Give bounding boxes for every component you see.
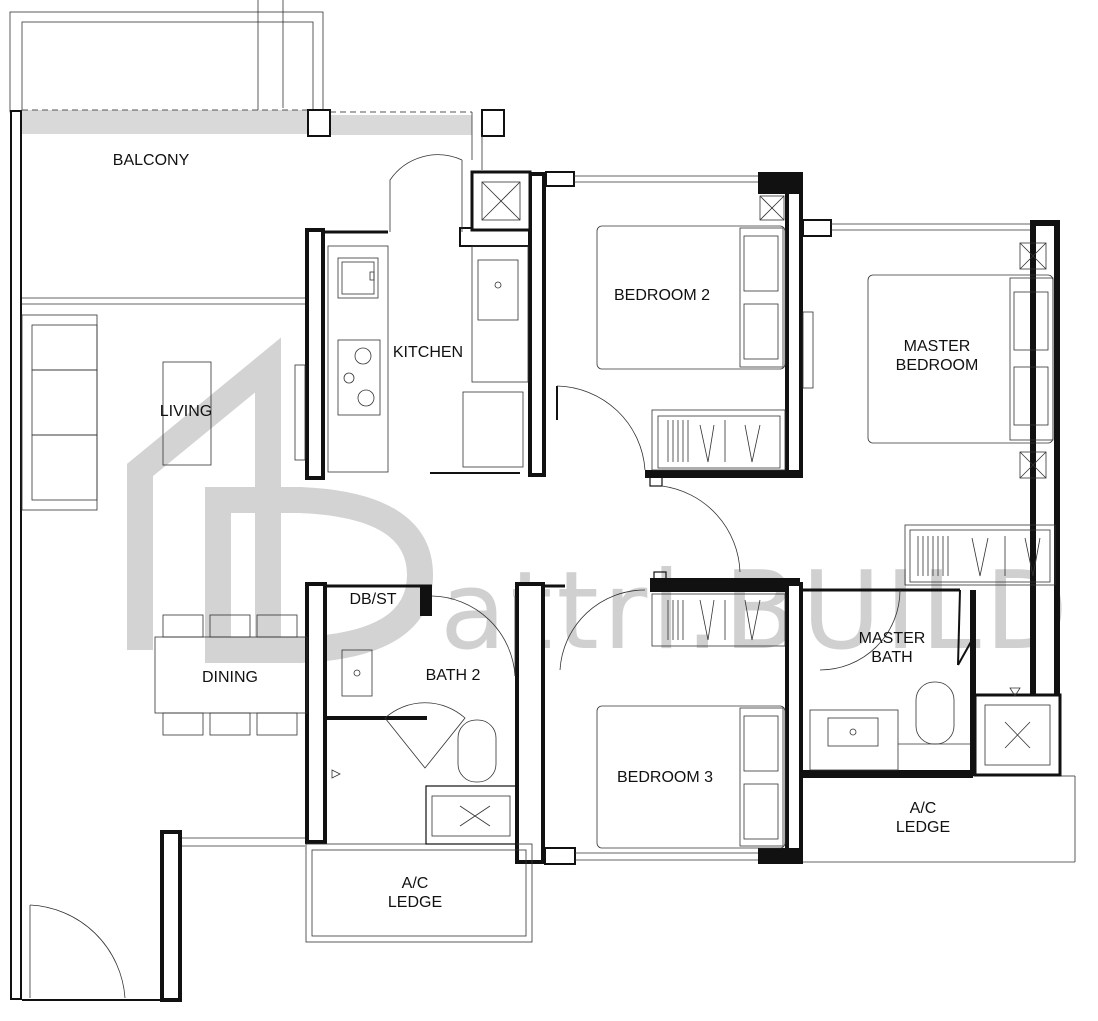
- room-labels: BALCONY KITCHEN LIVING BEDROOM 2 MASTER …: [113, 152, 979, 911]
- bedroom-2-furniture: [596, 225, 814, 471]
- label-dining: DINING: [202, 669, 258, 686]
- label-db-st: DB/ST: [349, 591, 396, 608]
- living-furniture: [21, 297, 306, 511]
- label-ac-ledge-left-1: A/C: [402, 875, 429, 892]
- doors: [29, 154, 901, 999]
- label-master-bedroom-1: MASTER: [904, 338, 971, 355]
- label-master-bath-1: MASTER: [859, 630, 926, 647]
- label-bedroom-3: BEDROOM 3: [617, 769, 713, 786]
- label-ac-ledge-right-1: A/C: [910, 800, 937, 817]
- label-bedroom-2: BEDROOM 2: [614, 287, 710, 304]
- master-bath-fixtures: [809, 681, 970, 771]
- master-bedroom-furniture: [867, 242, 1056, 586]
- bedroom-3-furniture: [596, 593, 786, 849]
- label-ac-ledge-right-2: LEDGE: [896, 819, 950, 836]
- label-bath-2: BATH 2: [426, 667, 481, 684]
- bath-2-fixtures: [331, 649, 517, 845]
- label-master-bedroom-2: BEDROOM: [896, 357, 979, 374]
- label-balcony: BALCONY: [113, 152, 190, 169]
- label-master-bath-2: BATH: [871, 649, 912, 666]
- label-living: LIVING: [160, 403, 212, 420]
- walls: [10, 110, 1076, 1002]
- label-ac-ledge-left-2: LEDGE: [388, 894, 442, 911]
- balcony-railing: [9, 0, 505, 170]
- watermark: attri.BUILD: [127, 337, 1068, 674]
- label-kitchen: KITCHEN: [393, 344, 463, 361]
- dining-set: [154, 614, 308, 736]
- kitchen-fixtures: [327, 245, 529, 473]
